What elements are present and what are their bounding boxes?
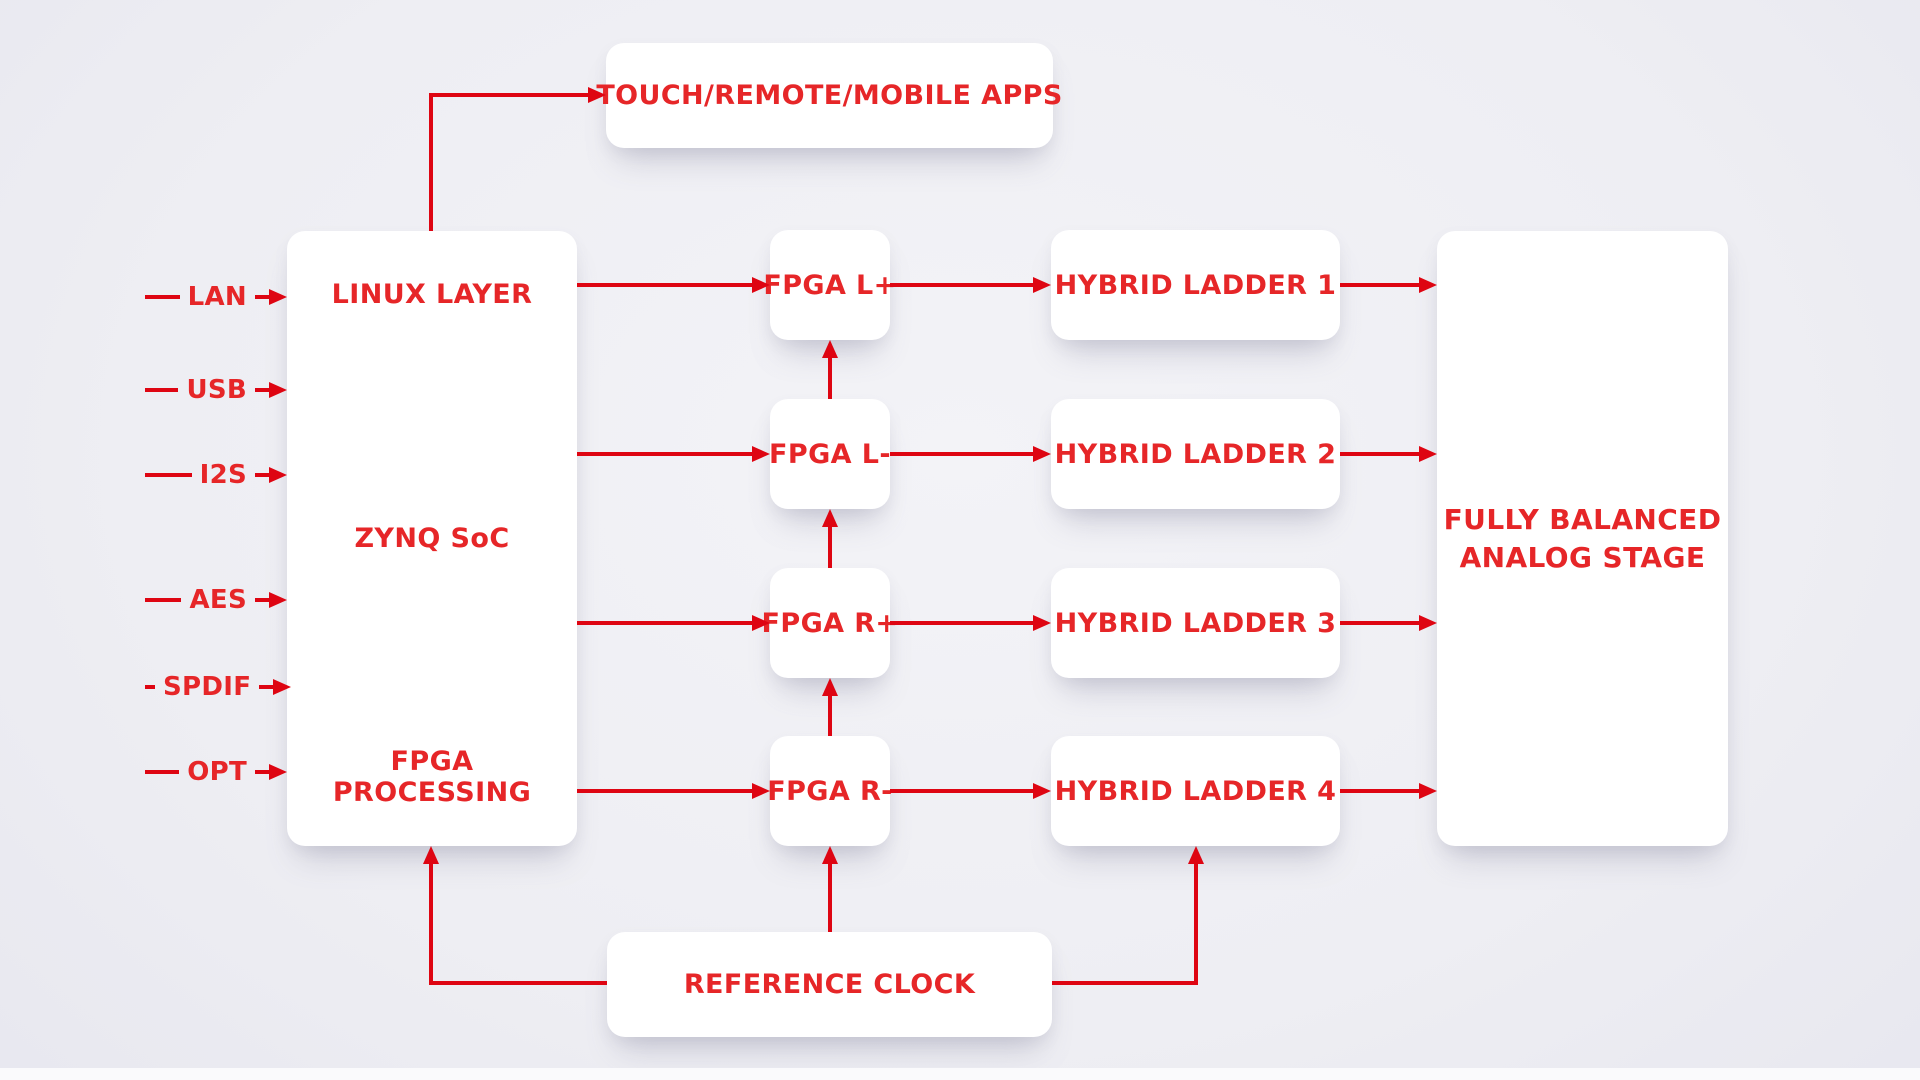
connector-ladder-1-to-analog: [1340, 283, 1419, 287]
right-arrow-icon: [255, 382, 287, 398]
node-label: FPGA R-: [767, 775, 893, 807]
arrowhead-into-fpga-r-plus: [752, 615, 770, 631]
arrowhead-into-ladder-1: [1033, 277, 1051, 293]
input-line: [145, 770, 180, 774]
input-row-spdif: SPDIF: [145, 669, 292, 705]
arrowhead-into-fpga-l-plus: [752, 277, 770, 293]
node-fpga-l-minus: FPGA L-: [769, 399, 891, 509]
node-label: FPGA L-: [769, 438, 891, 470]
connector-zynq-to-apps-vertical: [429, 93, 433, 231]
connector-fpga-to-ladder-1: [890, 283, 1033, 287]
analog-stage-line1: FULLY BALANCED: [1443, 502, 1722, 536]
connector-fpga-r-minus-to-r-plus: [828, 694, 832, 736]
arrowhead-into-analog-4: [1419, 783, 1437, 799]
connector-zynq-to-fpga-l-plus: [577, 283, 754, 287]
node-hybrid-ladder-3: HYBRID LADDER 3: [1051, 568, 1340, 678]
right-arrow-icon: [259, 679, 292, 695]
connector-fpga-to-ladder-2: [890, 452, 1033, 456]
arrowhead-up-into-fpga-r-plus: [822, 678, 838, 696]
node-label: TOUCH/REMOTE/MOBILE APPS: [596, 80, 1063, 111]
analog-stage-line2: ANALOG STAGE: [1459, 540, 1706, 574]
node-label: HYBRID LADDER 4: [1054, 775, 1337, 807]
right-arrow-icon: [255, 592, 287, 608]
arrowhead-up-into-ladder-4: [1188, 846, 1204, 864]
arrowhead-into-ladder-4: [1033, 783, 1051, 799]
arrowhead-up-into-fpga-l-minus: [822, 509, 838, 527]
node-label: HYBRID LADDER 1: [1054, 269, 1337, 301]
input-label-i2s: I2S: [199, 460, 247, 490]
arrowhead-up-into-fpga-r-minus-from-clock: [822, 846, 838, 864]
node-zynq-soc: LINUX LAYER ZYNQ SoC FPGA PROCESSING: [287, 231, 577, 846]
node-touch-remote-mobile-apps: TOUCH/REMOTE/MOBILE APPS: [596, 43, 1062, 148]
input-line: [145, 473, 192, 477]
connector-zynq-to-fpga-r-minus: [577, 789, 754, 793]
arrowhead-into-analog-2: [1419, 446, 1437, 462]
arrowhead-into-ladder-2: [1033, 446, 1051, 462]
node-label: FULLY BALANCED ANALOG STAGE: [1444, 501, 1722, 577]
connector-fpga-l-minus-to-l-plus: [828, 356, 832, 399]
input-line: [145, 388, 179, 392]
arrowhead-up-into-fpga-l-plus: [822, 340, 838, 358]
node-hybrid-ladder-2: HYBRID LADDER 2: [1051, 399, 1340, 509]
right-arrow-icon: [255, 467, 287, 483]
node-label: HYBRID LADDER 2: [1054, 438, 1337, 470]
arrowhead-into-analog-3: [1419, 615, 1437, 631]
input-row-i2s: I2S: [145, 457, 287, 493]
arrowhead-up-into-zynq: [423, 846, 439, 864]
node-fpga-l-plus: FPGA L+: [763, 230, 896, 340]
connector-clock-to-zynq-vertical: [429, 862, 433, 985]
bottom-strip: [0, 1068, 1920, 1080]
input-line: [145, 685, 155, 689]
node-label: HYBRID LADDER 3: [1054, 607, 1337, 639]
zynq-linux-layer-label: LINUX LAYER: [331, 279, 533, 310]
arrowhead-into-apps: [588, 87, 606, 103]
connector-fpga-to-ladder-3: [890, 621, 1033, 625]
connector-fpga-r-plus-to-l-minus: [828, 525, 832, 568]
node-hybrid-ladder-4: HYBRID LADDER 4: [1051, 736, 1340, 846]
node-label: FPGA R+: [761, 607, 899, 639]
input-row-usb: USB: [145, 372, 287, 408]
connector-ladder-3-to-analog: [1340, 621, 1419, 625]
connector-ladder-4-to-analog: [1340, 789, 1419, 793]
connector-zynq-to-apps-horizontal: [429, 93, 590, 97]
zynq-title: ZYNQ SoC: [354, 523, 510, 554]
input-label-aes: AES: [189, 585, 247, 615]
input-label-spdif: SPDIF: [163, 672, 252, 702]
input-line: [145, 295, 180, 299]
input-row-aes: AES: [145, 582, 287, 618]
connector-clock-to-ladder-4-vertical: [1194, 862, 1198, 985]
node-fully-balanced-analog-stage: FULLY BALANCED ANALOG STAGE: [1437, 231, 1728, 846]
arrowhead-into-fpga-l-minus: [752, 446, 770, 462]
right-arrow-icon: [255, 764, 287, 780]
node-fpga-r-minus: FPGA R-: [767, 736, 893, 846]
node-label: FPGA L+: [763, 269, 897, 301]
node-fpga-r-plus: FPGA R+: [762, 568, 898, 678]
arrowhead-into-ladder-3: [1033, 615, 1051, 631]
input-row-opt: OPT: [145, 754, 287, 790]
input-label-usb: USB: [186, 375, 247, 405]
connector-clock-to-zynq-horizontal: [429, 981, 607, 985]
input-line: [145, 598, 182, 602]
arrowhead-into-analog-1: [1419, 277, 1437, 293]
right-arrow-icon: [255, 289, 287, 305]
connector-ladder-2-to-analog: [1340, 452, 1419, 456]
connector-zynq-to-fpga-l-minus: [577, 452, 754, 456]
input-row-lan: LAN: [145, 279, 287, 315]
connector-clock-to-ladder-4-horizontal: [1052, 981, 1198, 985]
connector-zynq-to-fpga-r-plus: [577, 621, 754, 625]
connector-clock-to-fpga-r-minus: [828, 862, 832, 932]
node-hybrid-ladder-1: HYBRID LADDER 1: [1051, 230, 1340, 340]
connector-fpga-to-ladder-4: [890, 789, 1033, 793]
zynq-fpga-processing-label: FPGA PROCESSING: [332, 746, 532, 808]
node-reference-clock: REFERENCE CLOCK: [607, 932, 1052, 1037]
input-label-lan: LAN: [187, 282, 247, 312]
node-label: REFERENCE CLOCK: [683, 969, 976, 1000]
arrowhead-into-fpga-r-minus: [752, 783, 770, 799]
input-label-opt: OPT: [187, 757, 247, 787]
